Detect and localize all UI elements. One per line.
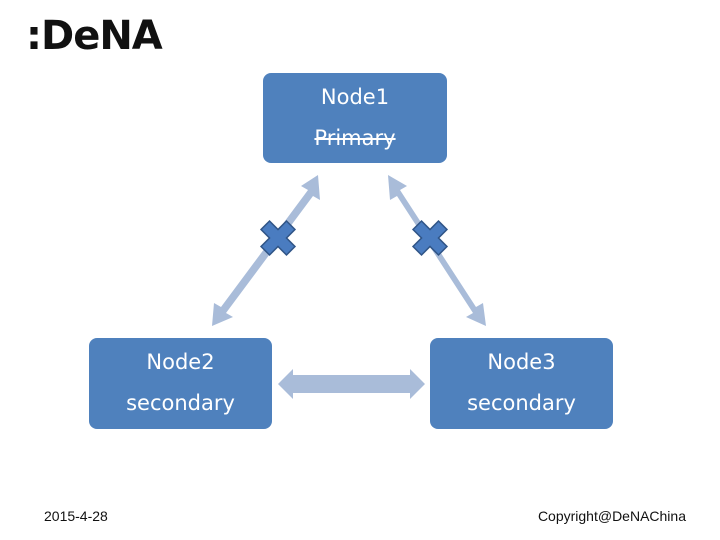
footer-copyright: Copyright@DeNAChina [537, 508, 686, 524]
node2-box: Node2 secondary [89, 338, 272, 429]
node-name: Node2 [146, 350, 215, 374]
node-role: secondary [126, 391, 235, 415]
x-icon [259, 219, 297, 257]
node-name: Node3 [487, 350, 556, 374]
link-node1-node3 [388, 175, 486, 326]
node-role: Primary [314, 126, 396, 150]
node3-box: Node3 secondary [430, 338, 613, 429]
link-node1-node2 [212, 175, 320, 326]
footer-date: 2015-4-28 [44, 508, 108, 524]
double-arrow [278, 369, 425, 399]
dena-logo: :DeNA [26, 13, 163, 59]
node-role: secondary [467, 391, 576, 415]
node-name: Node1 [320, 85, 390, 109]
link-node2-node3 [278, 369, 425, 399]
x-icon [411, 219, 449, 257]
node1-box: Node1 Primary [263, 73, 447, 163]
